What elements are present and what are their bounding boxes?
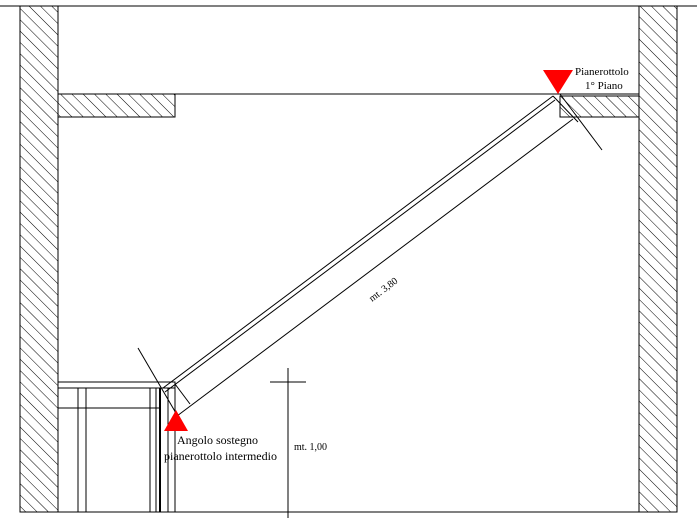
- left-slab: [57, 93, 176, 118]
- top-marker-label-line2: 1° Piano: [585, 80, 623, 92]
- right-slab: [559, 95, 640, 118]
- bottom-marker-label-line1: Angolo sostegno: [177, 433, 258, 447]
- left-wall: [19, 5, 59, 513]
- bottom-marker-icon: [164, 410, 188, 431]
- height-dimension-label: mt. 1,00: [294, 442, 327, 453]
- lower-structure: [57, 381, 176, 513]
- top-marker-icon: [543, 70, 573, 94]
- bottom-marker-label-line2: pianerottolo intermedio: [164, 449, 277, 463]
- stair-length-label: mt. 3,80: [367, 276, 400, 305]
- bottom-cut-line: [137, 347, 181, 421]
- top-cut-line: [559, 93, 603, 151]
- right-wall: [638, 5, 678, 513]
- stair-stringer: [162, 95, 579, 417]
- top-marker-label-line1: Pianerottolo: [575, 66, 629, 78]
